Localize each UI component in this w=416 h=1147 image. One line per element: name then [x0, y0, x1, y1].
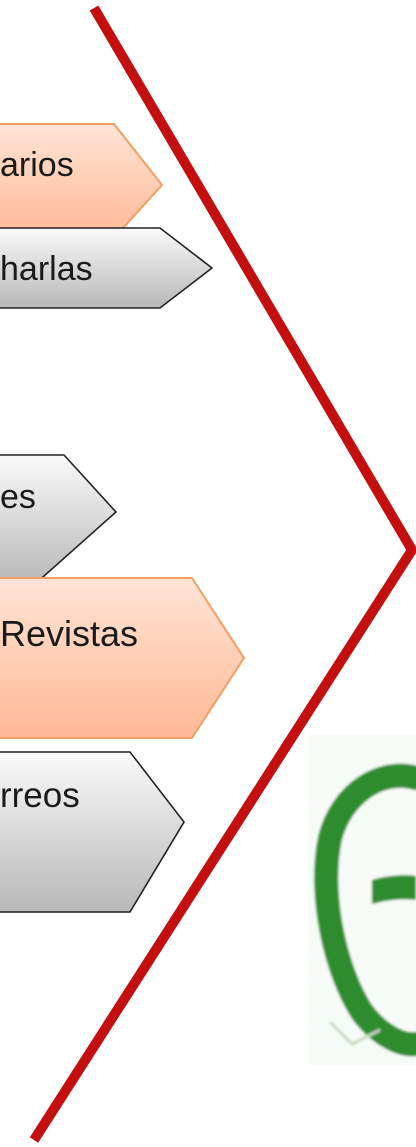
- chevron-shape-3: [0, 454, 118, 586]
- green-circle-icon: [308, 735, 416, 1065]
- chevron-label-3: es: [0, 478, 36, 516]
- chevron-label-2: harlas: [0, 250, 93, 288]
- chevron-shape-2: [0, 227, 214, 309]
- chevron-label-1: arios: [0, 146, 74, 184]
- chevron-shape-5: [0, 751, 185, 913]
- red-bracket-line: [29, 5, 416, 1143]
- chevron-shape-4: [0, 577, 246, 739]
- chevron-label-4: Revistas: [0, 613, 139, 654]
- chevron-shape-1: [0, 123, 164, 239]
- chevron-label-5: rreos: [0, 776, 80, 815]
